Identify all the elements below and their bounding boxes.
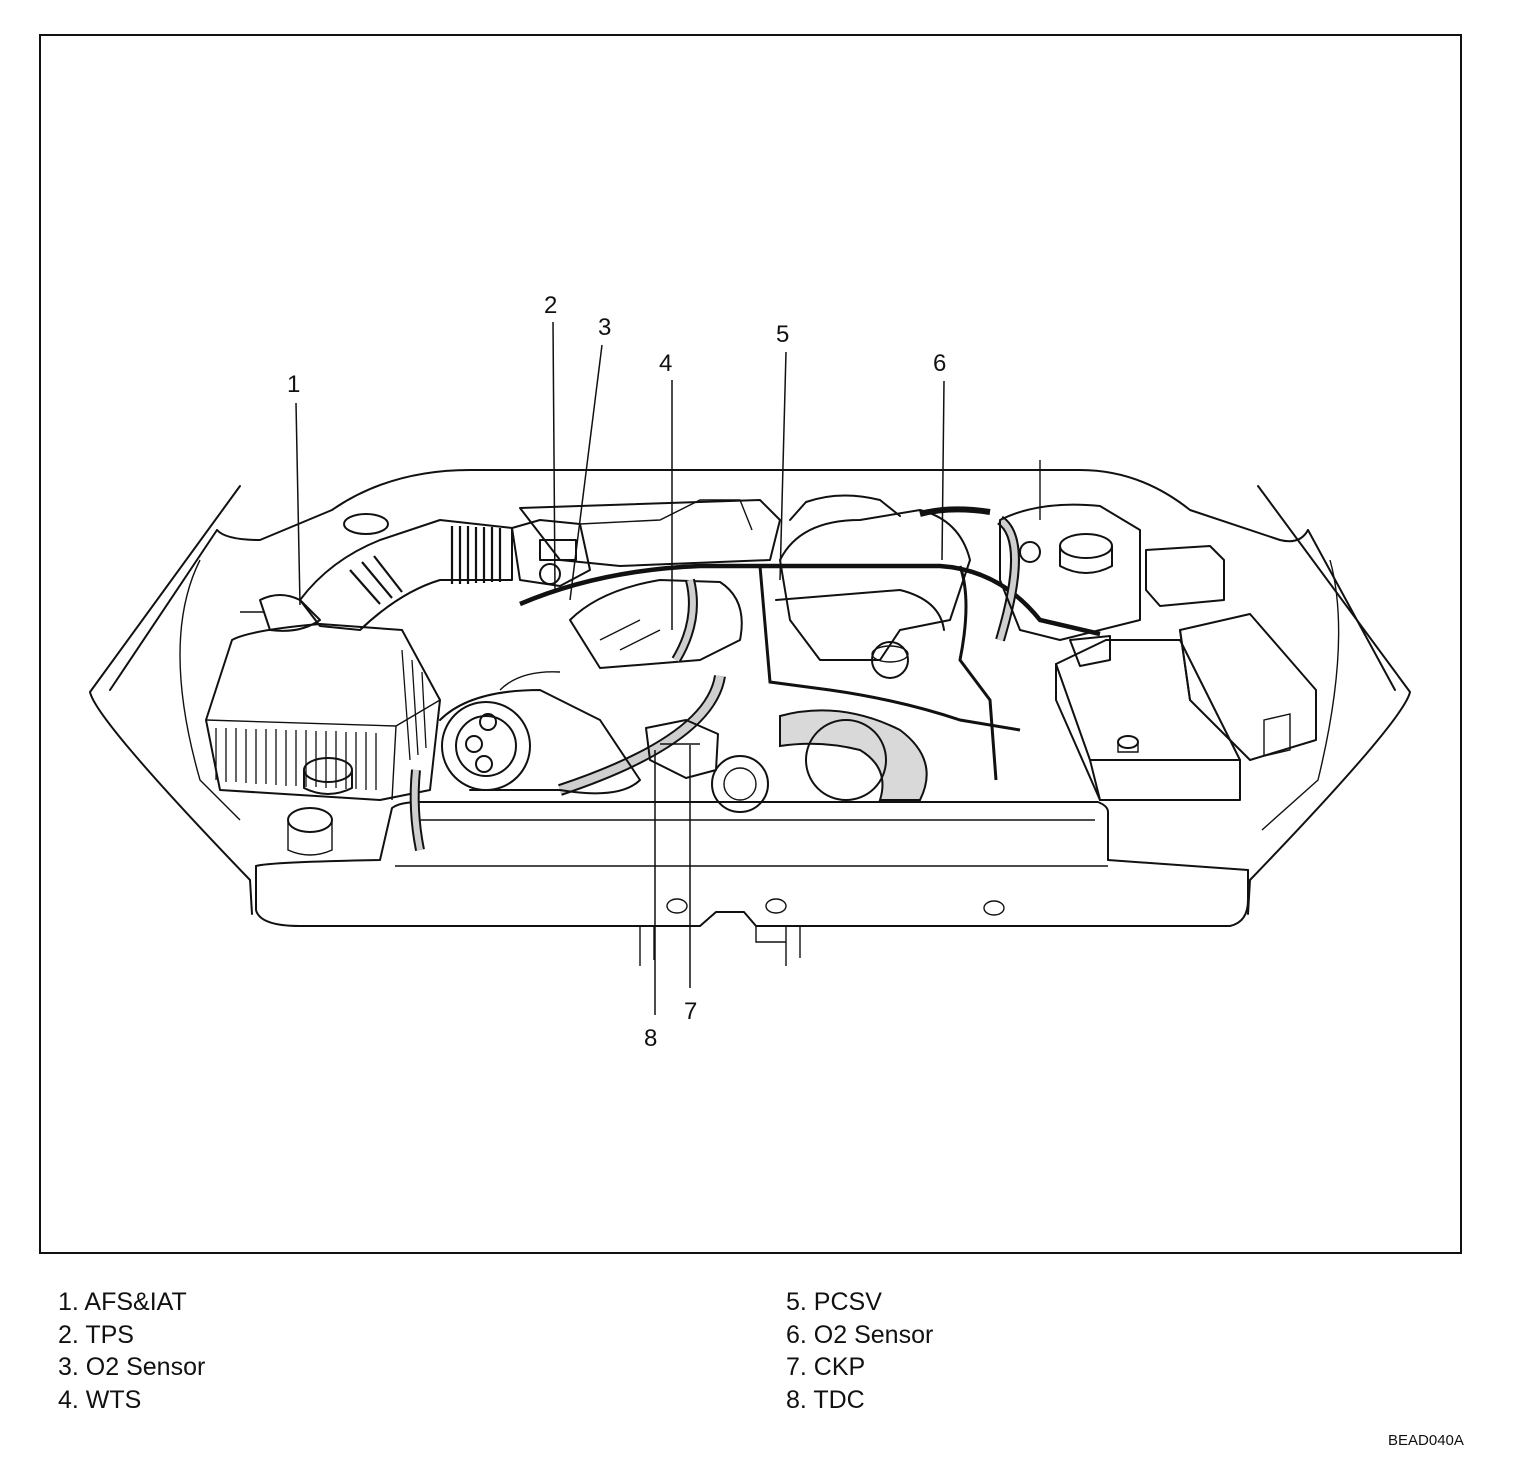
intake-duct — [240, 513, 513, 632]
legend-item-o2-sensor-2: 6. O2 Sensor — [786, 1320, 934, 1349]
battery — [1055, 635, 1241, 801]
brake-master-cylinder — [999, 460, 1141, 641]
leader-line-1 — [295, 402, 301, 606]
legend-item-pcsv: 5. PCSV — [786, 1288, 882, 1316]
callout-3: 3 — [598, 314, 611, 341]
legend-item-tps: 2. TPS — [58, 1320, 134, 1349]
callout-2: 2 — [544, 292, 557, 319]
legend-item-tdc: 8. TDC — [786, 1385, 865, 1414]
diagram-frame — [39, 34, 1462, 1254]
legend-item-o2-sensor-1: 3. O2 Sensor — [58, 1353, 206, 1381]
leader-line-6 — [941, 380, 945, 561]
callout-7: 7 — [684, 998, 697, 1025]
legend-left: 1. AFS&IAT 2. TPS 3. O2 Sensor 4. WTS — [58, 1286, 205, 1416]
legend-item-ckp: 7. CKP — [786, 1353, 866, 1381]
callout-4: 4 — [659, 350, 672, 377]
radiator-support — [255, 801, 1249, 966]
accessory-drive — [439, 671, 887, 813]
leader-line-3 — [569, 344, 603, 601]
callout-8: 8 — [644, 1025, 657, 1052]
callout-5: 5 — [776, 321, 789, 348]
legend-right: 5. PCSV 6. O2 Sensor 7. CKP 8. TDC — [786, 1286, 933, 1416]
callout-1: 1 — [287, 371, 300, 398]
legend-item-afs-iat: 1. AFS&IAT — [58, 1288, 187, 1316]
callout-6: 6 — [933, 350, 946, 377]
engine-bay-outline — [89, 469, 1411, 915]
leader-line-5 — [779, 351, 787, 581]
leader-lines — [295, 321, 945, 1015]
leader-line-2 — [552, 321, 556, 591]
sensor-block — [645, 719, 719, 779]
valve-cover — [519, 499, 781, 669]
throttle-body — [511, 499, 753, 587]
coolant-hose — [409, 506, 1020, 851]
intake-manifold — [775, 494, 971, 679]
air-cleaner — [205, 623, 441, 856]
relay-box — [1145, 545, 1317, 761]
figure-code: BEAD040A — [1388, 1432, 1464, 1449]
legend-item-wts: 4. WTS — [58, 1385, 142, 1414]
